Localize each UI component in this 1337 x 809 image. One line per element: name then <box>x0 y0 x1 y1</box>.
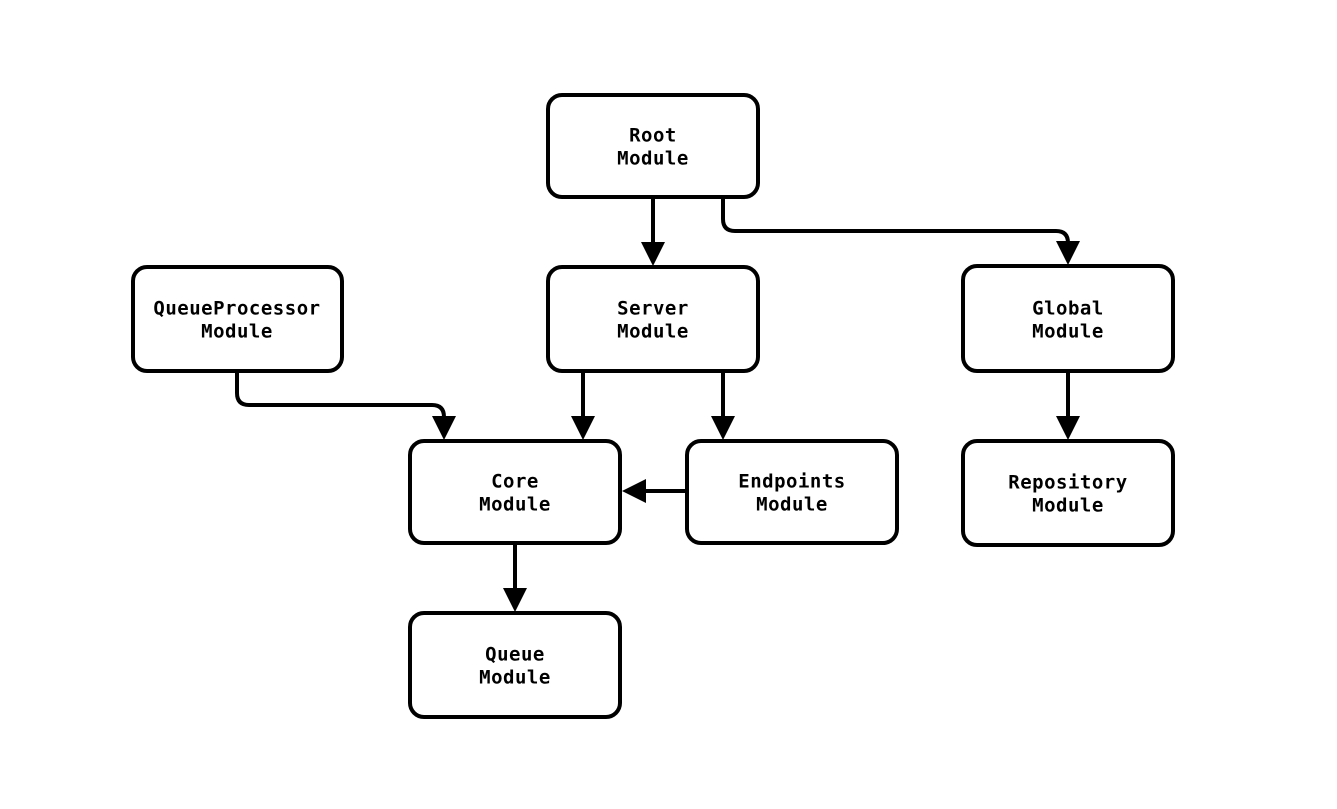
edge-server-to-endpoints <box>711 371 735 440</box>
arrowhead-left-icon <box>622 479 646 503</box>
node-box[interactable] <box>546 93 760 199</box>
node-label-line1: Root <box>629 125 677 147</box>
node-queueprocessor[interactable]: QueueProcessor Module <box>131 265 344 373</box>
node-queue[interactable]: Queue Module <box>408 611 622 719</box>
arrowhead-down-icon <box>571 416 595 440</box>
arrowhead-down-icon <box>1056 241 1080 265</box>
edge-core-to-queue <box>503 543 527 612</box>
node-core[interactable]: Core Module <box>408 439 622 545</box>
node-server[interactable]: Server Module <box>546 265 760 373</box>
arrowhead-down-icon <box>641 242 665 266</box>
node-label-line2: Module <box>756 494 828 516</box>
node-label-line1: QueueProcessor <box>153 298 320 320</box>
node-label-line1: Repository <box>1008 472 1127 494</box>
edge-endpoints-to-core <box>622 479 687 503</box>
edge-server-to-core <box>571 371 595 440</box>
edge-root-to-global <box>721 197 1080 265</box>
edge-root-to-server <box>641 197 665 266</box>
node-label-line2: Module <box>201 321 273 343</box>
node-endpoints[interactable]: Endpoints Module <box>685 439 899 545</box>
node-box[interactable] <box>131 265 344 373</box>
edge-queueprocessor-to-core <box>235 371 456 440</box>
node-label-line2: Module <box>617 321 689 343</box>
node-layer: Root Module QueueProcessor Module Server… <box>131 93 1175 719</box>
node-box[interactable] <box>408 439 622 545</box>
node-label-line2: Module <box>617 148 689 170</box>
edge-layer <box>235 197 1080 612</box>
edge-global-to-repository <box>1056 371 1080 440</box>
arrowhead-down-icon <box>432 416 456 440</box>
node-label-line1: Core <box>491 471 539 493</box>
node-label-line2: Module <box>479 667 551 689</box>
edge-line <box>235 371 446 423</box>
node-root[interactable]: Root Module <box>546 93 760 199</box>
node-repository[interactable]: Repository Module <box>961 439 1175 547</box>
node-label-line1: Queue <box>485 644 545 666</box>
node-label-line1: Endpoints <box>738 471 845 493</box>
node-label-line1: Server <box>617 298 689 320</box>
node-box[interactable] <box>961 264 1175 373</box>
node-label-line2: Module <box>1032 321 1104 343</box>
node-box[interactable] <box>546 265 760 373</box>
edge-line <box>721 197 1070 249</box>
node-box[interactable] <box>685 439 899 545</box>
arrowhead-down-icon <box>1056 416 1080 440</box>
node-label-line2: Module <box>1032 495 1104 517</box>
node-global[interactable]: Global Module <box>961 264 1175 373</box>
node-label-line2: Module <box>479 494 551 516</box>
arrowhead-down-icon <box>503 588 527 612</box>
node-box[interactable] <box>408 611 622 719</box>
node-box[interactable] <box>961 439 1175 547</box>
node-label-line1: Global <box>1032 298 1104 320</box>
arrowhead-down-icon <box>711 416 735 440</box>
